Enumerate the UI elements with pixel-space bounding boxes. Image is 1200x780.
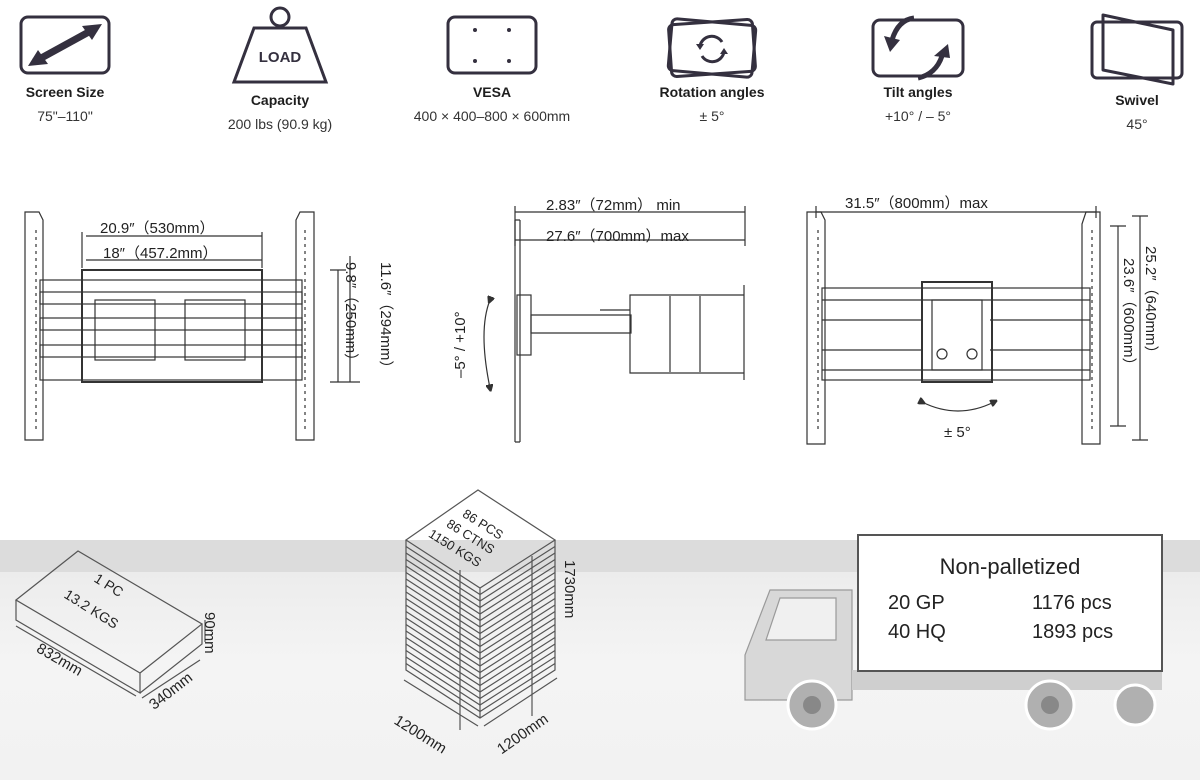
spec-value: 45° [1126, 116, 1148, 132]
container-qty: 1176 pcs [1032, 592, 1112, 614]
spec-value: 400 × 400–800 × 600mm [413, 108, 571, 124]
side-tilt-angle: –5° / +10° [452, 311, 469, 378]
extended-view-drawing [806, 206, 1148, 445]
pallet-drawing [403, 489, 558, 730]
pallet-layer-line [405, 604, 556, 654]
tilt-icon [871, 15, 965, 81]
pallet-layer-line [405, 571, 556, 622]
extended-height-outer: 25.2″（640mm） [1142, 246, 1159, 361]
shipping-title: Non-palletized [939, 554, 1081, 579]
screen-size-icon [19, 15, 111, 75]
shipping-row: 40 HQ 1893 pcs [859, 621, 1161, 644]
container-type: 40 HQ [888, 621, 946, 643]
spec-label: VESA [472, 84, 512, 100]
pallet-layer-line [405, 662, 556, 713]
spec-vesa: VESA 400 × 400–800 × 600mm [392, 14, 592, 124]
side-depth-max: 27.6″（700mm）max [546, 228, 689, 245]
front-view-drawing [24, 211, 360, 441]
extended-width-max: 31.5″（800mm）max [845, 195, 988, 212]
container-type: 20 GP [888, 592, 945, 614]
spec-label: Rotation angles [659, 84, 765, 100]
shipping-info-panel: Non-palletized 20 GP 1176 pcs 40 HQ 1893 p… [857, 534, 1163, 672]
svg-text:LOAD: LOAD [259, 49, 302, 66]
pallet-height: 1730mm [561, 560, 578, 619]
spec-value: ± 5° [699, 108, 725, 124]
spec-swivel: Swivel 45° [1037, 12, 1200, 132]
rotation-icon [666, 17, 758, 79]
truck-drawing [744, 589, 1162, 731]
spec-label: Screen Size [25, 84, 105, 100]
pallet-layer-line [405, 617, 556, 667]
spec-capacity: LOAD Capacity 200 lbs (90.9 kg) [180, 4, 380, 132]
vesa-icon [446, 15, 538, 75]
shipping-row: 20 GP 1176 pcs [859, 592, 1161, 615]
load-weight-icon: LOAD [231, 6, 329, 84]
spec-value: 200 lbs (90.9 kg) [227, 116, 333, 132]
pallet-layer-line [405, 591, 556, 641]
side-view-drawing [483, 206, 746, 443]
pallet-layer-line [405, 552, 556, 602]
pallet-layer-line [405, 584, 556, 635]
pallet-layer-line [405, 578, 556, 628]
pallet-layer-line [405, 565, 556, 615]
pallet-layer-line [405, 597, 556, 648]
front-height-outer: 11.6″（294mm） [377, 262, 394, 376]
swivel-icon [1090, 13, 1184, 86]
spec-value: 75"–110" [37, 108, 93, 124]
pallet-layer-line [405, 630, 556, 680]
carton-drawing [14, 550, 206, 699]
front-height-inner: 9.8″（250mm） [342, 262, 359, 369]
spec-label: Capacity [250, 92, 310, 108]
spec-label: Swivel [1115, 92, 1159, 108]
spec-tilt: Tilt angles +10° / – 5° [818, 12, 1018, 124]
pallet-layer-line [405, 649, 556, 700]
pallet-layer-line [405, 558, 556, 609]
front-width-outer: 20.9″（530mm） [100, 220, 215, 237]
spec-rotation: Rotation angles ± 5° [612, 14, 812, 124]
container-qty: 1893 pcs [1032, 621, 1114, 643]
pallet-layer-line [405, 656, 556, 706]
spec-value: +10° / – 5° [884, 108, 952, 124]
side-depth-min: 2.83″（72mm） min [546, 197, 681, 214]
pallet-layer-line [405, 623, 556, 674]
pallet-layer-line [405, 643, 556, 693]
extended-height-inner: 23.6″（600mm） [1120, 258, 1137, 373]
spec-screen-size: Screen Size 75"–110" [0, 14, 165, 124]
front-width-inner: 18″（457.2mm） [103, 245, 218, 262]
pallet-layer-line [405, 610, 556, 661]
spec-label: Tilt angles [883, 84, 953, 100]
extended-rotation-angle: ± 5° [944, 424, 971, 441]
carton-height: 90mm [201, 612, 218, 654]
pallet-layer-line [405, 545, 556, 596]
pallet-layer-line [405, 636, 556, 687]
